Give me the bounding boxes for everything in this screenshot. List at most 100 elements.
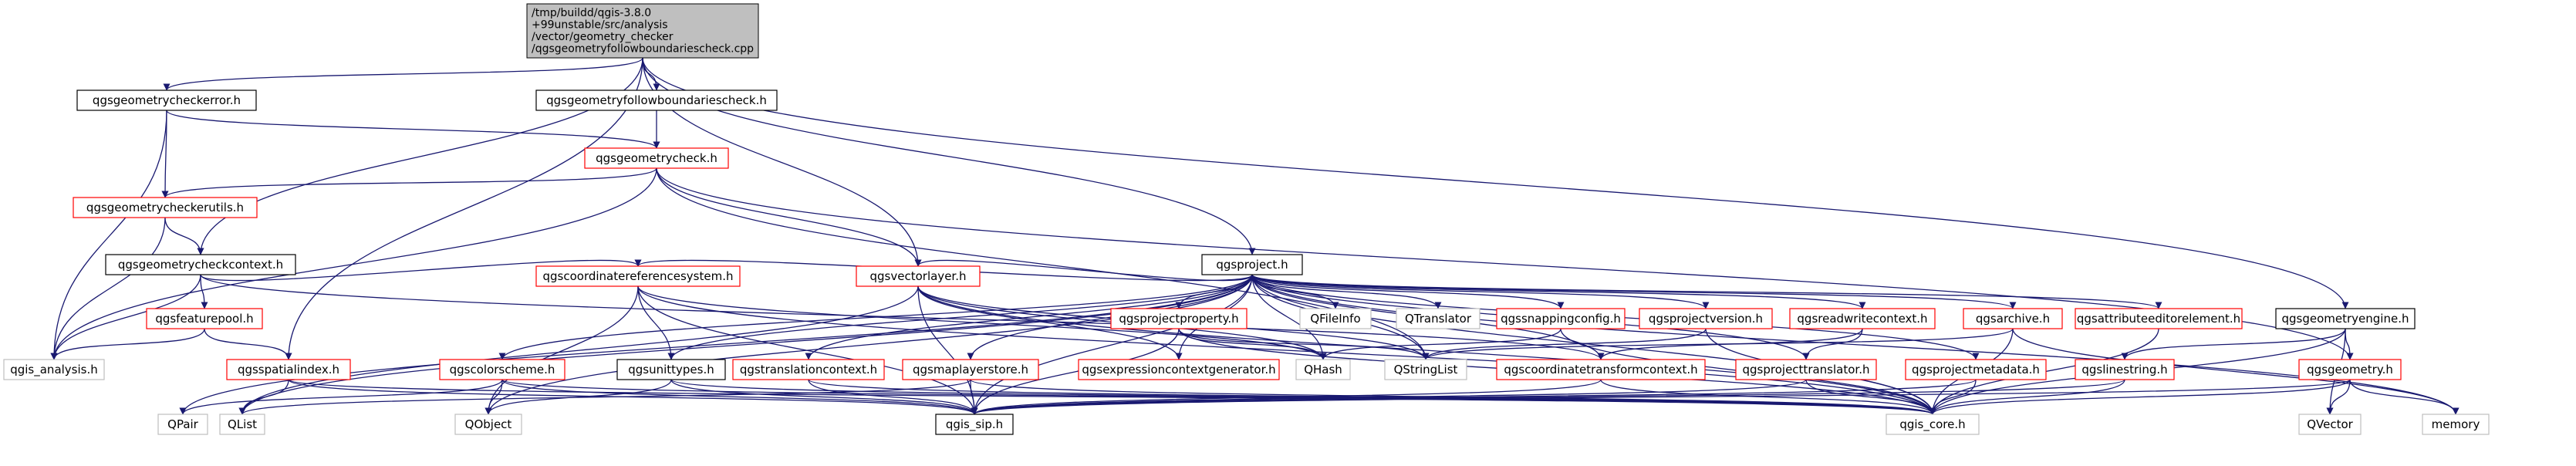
edge-fp-to-si bbox=[204, 328, 292, 360]
node-box bbox=[856, 265, 981, 287]
edge-snap-to-qhash bbox=[1319, 328, 1561, 360]
node-box bbox=[146, 308, 263, 329]
edge-geom-to-core bbox=[1929, 379, 2351, 415]
edge-crs-to-qobj bbox=[484, 285, 639, 415]
node-qfileinfo: QFileInfo bbox=[1299, 308, 1372, 329]
node-box bbox=[535, 89, 778, 111]
node-qgscoordinatetransformcontext-h[interactable]: qgscoordinatetransformcontext.h bbox=[1496, 359, 1706, 380]
node-label: qgsprojectversion.h bbox=[1649, 312, 1763, 326]
node-box bbox=[2275, 308, 2416, 329]
node-label: qgsmaplayerstore.h bbox=[913, 363, 1028, 377]
node-qgsproject-h[interactable]: qgsproject.h bbox=[1201, 254, 1303, 275]
node-label: QList bbox=[228, 417, 257, 431]
edge-gc-to-qa bbox=[50, 167, 657, 360]
node-qgis-core-h: qgis_core.h bbox=[1886, 414, 1980, 435]
node-label: memory bbox=[2432, 417, 2480, 431]
node-box bbox=[454, 414, 522, 435]
node-memory: memory bbox=[2422, 414, 2490, 435]
node-label: qgsattributeeditorelement.h bbox=[2077, 312, 2240, 326]
edge-ls-to-sip bbox=[971, 379, 2125, 415]
node-box bbox=[219, 414, 265, 435]
node-qgsgeometryengine-h[interactable]: qgsgeometryengine.h bbox=[2275, 308, 2416, 329]
root-node[interactable]: /tmp/buildd/qgis-3.8.0+99unstable/src/an… bbox=[526, 3, 759, 59]
node-qgsgeometrycheck-h[interactable]: qgsgeometrycheck.h bbox=[584, 147, 729, 169]
edge-rwc-to-ptr bbox=[1802, 328, 1863, 360]
node-qgscolorscheme-h[interactable]: qgscolorscheme.h bbox=[439, 359, 566, 380]
node-label: QFileInfo bbox=[1310, 312, 1360, 326]
node-qgsprojectproperty-h[interactable]: qgsprojectproperty.h bbox=[1110, 308, 1247, 329]
node-qgssnappingconfig-h[interactable]: qgssnappingconfig.h bbox=[1496, 308, 1626, 329]
node-box bbox=[1496, 308, 1626, 329]
node-qgsmaplayerstore-h[interactable]: qgsmaplayerstore.h bbox=[902, 359, 1039, 380]
node-qgsgeometryfollowboundariescheck-h[interactable]: qgsgeometryfollowboundariescheck.h bbox=[535, 89, 778, 111]
node-qgsprojectmetadata-h[interactable]: qgsprojectmetadata.h bbox=[1905, 359, 2047, 380]
node-box bbox=[935, 414, 1014, 435]
node-label: qgscoordinatereferencesystem.h bbox=[543, 269, 734, 283]
edge-pp-to-qhash bbox=[1178, 328, 1327, 360]
node-box bbox=[1886, 414, 1980, 435]
node-label: qgsprojecttranslator.h bbox=[1743, 363, 1870, 377]
edge-fp-to-qa bbox=[50, 328, 205, 360]
node-qgsgeometrycheckerror-h[interactable]: qgsgeometrycheckerror.h bbox=[76, 89, 257, 111]
node-qgsspatialindex-h[interactable]: qgsspatialindex.h bbox=[226, 359, 351, 380]
node-label: qgsunittypes.h bbox=[628, 363, 714, 377]
node-qgsfeaturepool-h[interactable]: qgsfeaturepool.h bbox=[146, 308, 263, 329]
node-qgslinestring-h[interactable]: qgslinestring.h bbox=[2075, 359, 2175, 380]
node-label: qgsproject.h bbox=[1216, 258, 1288, 272]
node-box bbox=[584, 147, 729, 169]
edge-ut-to-sip bbox=[670, 379, 978, 415]
edge-root-to-gce bbox=[163, 57, 643, 91]
edge-vl-to-ecg bbox=[917, 285, 1183, 360]
node-label: qgis_sip.h bbox=[946, 417, 1003, 432]
node-qlist: QList bbox=[219, 414, 265, 435]
node-qgsreadwritecontext-h[interactable]: qgsreadwritecontext.h bbox=[1789, 308, 1936, 329]
node-qpair: QPair bbox=[157, 414, 208, 435]
node-qgis-analysis-h: qgis_analysis.h bbox=[3, 359, 105, 380]
edge-ptr-to-core bbox=[1805, 379, 1936, 415]
node-label: qgis_analysis.h bbox=[10, 363, 98, 377]
node-box bbox=[1201, 254, 1303, 275]
node-qgis-sip-h[interactable]: qgis_sip.h bbox=[935, 414, 1014, 435]
node-label: qgsgeometry.h bbox=[2307, 363, 2393, 377]
root-node-label-line: /vector/geometry_checker bbox=[532, 31, 674, 43]
node-qgstranslationcontext-h[interactable]: qgstranslationcontext.h bbox=[732, 359, 885, 380]
edge-crs-to-qhash bbox=[637, 285, 1327, 360]
node-qgsgeometrycheckcontext-h[interactable]: qgsgeometrycheckcontext.h bbox=[105, 254, 296, 275]
edge-proj-to-qlist bbox=[238, 274, 1253, 415]
edge-cs-to-sip bbox=[501, 379, 978, 415]
node-qvector: QVector bbox=[2298, 414, 2362, 435]
node-label: QObject bbox=[465, 417, 512, 431]
node-qgsgeometrycheckerutils-h[interactable]: qgsgeometrycheckerutils.h bbox=[73, 197, 258, 218]
node-qgsexpressioncontextgenerator-h[interactable]: qgsexpressioncontextgenerator.h bbox=[1078, 359, 1280, 380]
edge-gc-to-geom bbox=[656, 167, 2354, 360]
node-qgscoordinatereferencesystem-h[interactable]: qgscoordinatereferencesystem.h bbox=[535, 265, 741, 287]
edge-pmd-to-sip bbox=[971, 379, 1977, 415]
node-qgsvectorlayer-h[interactable]: qgsvectorlayer.h bbox=[856, 265, 981, 287]
edge-si-to-core bbox=[288, 379, 1936, 415]
node-box bbox=[2075, 308, 2243, 329]
node-label: qgsreadwritecontext.h bbox=[1797, 312, 1927, 326]
node-qgsprojecttranslator-h[interactable]: qgsprojecttranslator.h bbox=[1735, 359, 1877, 380]
node-box bbox=[3, 359, 105, 380]
edge-root-to-si bbox=[285, 57, 643, 360]
edge-proj-to-pp bbox=[1175, 274, 1253, 309]
node-qhash: QHash bbox=[1295, 359, 1351, 380]
node-label: qgssnappingconfig.h bbox=[1501, 312, 1621, 326]
node-qgsgeometry-h[interactable]: qgsgeometry.h bbox=[2298, 359, 2402, 380]
node-qgsarchive-h[interactable]: qgsarchive.h bbox=[1963, 308, 2063, 329]
node-label: qgsgeometryfollowboundariescheck.h bbox=[546, 93, 767, 107]
node-label: qgsgeometrycheckerror.h bbox=[93, 93, 241, 107]
node-label: QPair bbox=[167, 417, 199, 431]
edge-gcc-to-qa bbox=[50, 274, 201, 360]
node-label: qgsprojectproperty.h bbox=[1119, 312, 1238, 326]
node-box bbox=[1384, 359, 1467, 380]
edge-geom-to-sip bbox=[971, 379, 2351, 415]
edge-arch-to-qsl bbox=[1422, 328, 2014, 360]
node-qgsprojectversion-h[interactable]: qgsprojectversion.h bbox=[1639, 308, 1773, 329]
node-box bbox=[1789, 308, 1936, 329]
edge-ptr-to-sip bbox=[971, 379, 1807, 415]
edge-gce-to-gc bbox=[166, 110, 660, 149]
edge-proj-to-aee bbox=[1251, 274, 2162, 309]
node-qgsunittypes-h[interactable]: qgsunittypes.h bbox=[616, 359, 726, 380]
node-qgsattributeeditorelement-h[interactable]: qgsattributeeditorelement.h bbox=[2075, 308, 2243, 329]
